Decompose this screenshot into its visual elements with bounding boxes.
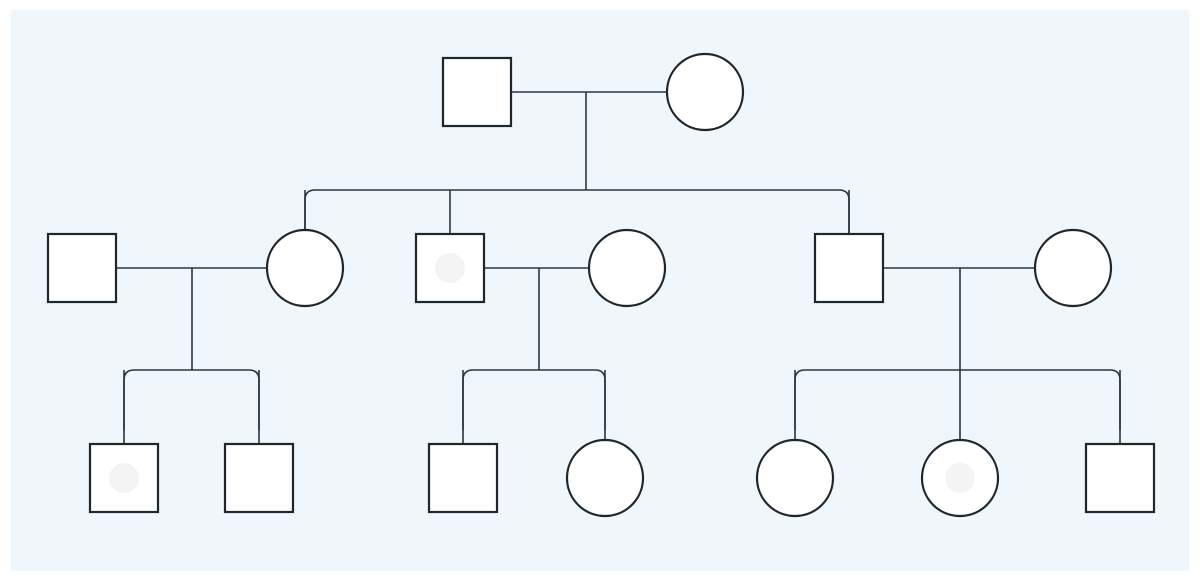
sibship-bar-U-3	[462, 369, 606, 430]
individual-III-5[interactable]	[755, 438, 835, 518]
carrier-dot-II-3	[435, 253, 465, 283]
female-circle-I-2[interactable]	[665, 52, 745, 132]
female-circle-II-6[interactable]	[1033, 228, 1113, 308]
individual-III-2[interactable]	[223, 442, 295, 514]
individual-II-1[interactable]	[46, 232, 118, 304]
male-square-I-1[interactable]	[441, 56, 513, 128]
male-square-III-2[interactable]	[223, 442, 295, 514]
individual-I-1[interactable]	[441, 56, 513, 128]
sibship-bar-U-4	[794, 369, 1121, 430]
male-square-II-1[interactable]	[46, 232, 118, 304]
individual-II-5[interactable]	[813, 232, 885, 304]
sibship-bar-U-1	[304, 189, 850, 250]
male-square-II-5[interactable]	[813, 232, 885, 304]
male-square-III-7[interactable]	[1084, 442, 1156, 514]
individual-III-6[interactable]	[920, 438, 1000, 518]
individual-III-4[interactable]	[565, 438, 645, 518]
individual-II-6[interactable]	[1033, 228, 1113, 308]
individual-II-4[interactable]	[587, 228, 667, 308]
female-circle-III-5[interactable]	[755, 438, 835, 518]
individual-I-2[interactable]	[665, 52, 745, 132]
female-circle-II-2[interactable]	[265, 228, 345, 308]
individual-II-2[interactable]	[265, 228, 345, 308]
sibship-bar-U-2	[123, 369, 260, 430]
female-circle-II-4[interactable]	[587, 228, 667, 308]
carrier-dot-III-6	[945, 463, 975, 493]
carrier-dot-III-1	[109, 463, 139, 493]
individual-III-7[interactable]	[1084, 442, 1156, 514]
male-square-III-3[interactable]	[427, 442, 499, 514]
individual-II-3[interactable]	[414, 232, 486, 304]
connector-lines-layer	[116, 91, 1121, 444]
individual-nodes-layer	[46, 52, 1156, 518]
individual-III-3[interactable]	[427, 442, 499, 514]
individual-III-1[interactable]	[88, 442, 160, 514]
female-circle-III-4[interactable]	[565, 438, 645, 518]
